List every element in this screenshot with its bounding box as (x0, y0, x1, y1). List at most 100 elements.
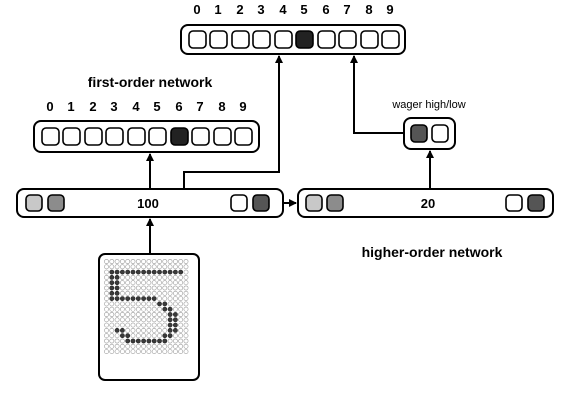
input-pixel-off (183, 296, 189, 301)
input-pixel-off (141, 327, 146, 333)
input-pixel-off (151, 301, 157, 307)
input-pixel-on (130, 269, 136, 275)
input-pixel-on (146, 296, 152, 301)
first-output-unit (105, 127, 124, 146)
input-pixel-on (130, 296, 136, 301)
input-pixel-off (167, 285, 173, 291)
input-pixel-off (135, 285, 141, 291)
input-pixel-on (146, 338, 152, 344)
input-pixel-on (167, 306, 173, 312)
input-pixel-off (130, 333, 136, 339)
first-output-unit (170, 127, 189, 146)
input-pixel-off (178, 338, 184, 344)
top-output-unit (231, 30, 250, 49)
input-pixel-on (162, 269, 168, 275)
input-pixel-off (183, 306, 189, 312)
input-pixel-off (167, 338, 173, 344)
input-pixel-on (157, 269, 162, 275)
input-pixel-off (146, 290, 152, 296)
input-pixel-off (130, 274, 136, 280)
input-pixel-on (120, 269, 125, 275)
input-pixel-off (172, 306, 178, 312)
input-pixel-off (109, 264, 115, 270)
input-pixel-on (172, 317, 178, 323)
input-pixel-off (172, 259, 178, 264)
input-pixel-off (114, 259, 120, 264)
first-digit-label-1: 1 (67, 99, 74, 114)
input-pixel-off (104, 296, 109, 301)
input-pixel-off (141, 274, 146, 280)
input-pixel-off (151, 306, 157, 312)
input-pixel-off (172, 343, 178, 349)
first-digit-label-3: 3 (110, 99, 117, 114)
input-pixel-off (109, 306, 115, 312)
input-pixel-on (146, 269, 152, 275)
first-digit-label-9: 9 (239, 99, 246, 114)
input-pixel-off (172, 301, 178, 307)
input-pixel-on (120, 327, 125, 333)
input-pixel-on (114, 296, 120, 301)
input-pixel-off (120, 317, 125, 323)
input-pixel-off (104, 322, 109, 328)
input-pixel-off (167, 274, 173, 280)
input-pixel-off (172, 333, 178, 339)
input-pixel-off (172, 338, 178, 344)
input-pixel-off (172, 349, 178, 354)
input-pixel-off (104, 312, 109, 317)
input-pixel-off (109, 338, 115, 344)
input-pixel-off (125, 285, 131, 291)
input-pixel-off (141, 349, 146, 354)
input-pixel-off (157, 327, 162, 333)
input-pixel-off (183, 269, 189, 275)
input-pixel-on (167, 322, 173, 328)
input-pixel-off (146, 259, 152, 264)
input-pixel-off (178, 296, 184, 301)
input-pixel-on (141, 296, 146, 301)
input-pixel-on (125, 333, 131, 339)
input-pixel-off (104, 343, 109, 349)
input-pixel-off (162, 327, 168, 333)
input-pixel-off (120, 312, 125, 317)
input-pixel-off (135, 327, 141, 333)
first-order-network-title: first-order network (88, 74, 213, 90)
input-pixel-off (162, 343, 168, 349)
input-pixel-off (135, 290, 141, 296)
input-pixel-off (120, 338, 125, 344)
input-pixel-off (125, 306, 131, 312)
input-pixel-off (109, 322, 115, 328)
input-pixel-off (141, 312, 146, 317)
input-pixel-off (178, 317, 184, 323)
input-pixel-on (130, 338, 136, 344)
first-digit-label-4: 4 (132, 99, 140, 114)
input-pixel-off (167, 264, 173, 270)
input-pixel-on (114, 285, 120, 291)
input-pixel-on (135, 338, 141, 344)
first-digit-labels: 0 1 2 3 4 5 6 7 8 9 (46, 99, 246, 114)
input-pixel-off (109, 333, 115, 339)
input-pixel-off (130, 343, 136, 349)
higher-hidden-size-label: 20 (421, 196, 435, 211)
input-pixel-off (135, 259, 141, 264)
top-digit-label-3: 3 (257, 2, 264, 17)
first-digit-label-0: 0 (46, 99, 53, 114)
input-pixel-off (183, 301, 189, 307)
input-pixel-off (146, 280, 152, 286)
top-digit-label-2: 2 (236, 2, 243, 17)
input-pixel-off (135, 317, 141, 323)
input-pixel-off (120, 306, 125, 312)
higher-hidden-unit-left-2 (326, 194, 344, 212)
input-pixel-off (162, 285, 168, 291)
input-pixel-off (167, 280, 173, 286)
input-pixel-on (109, 290, 115, 296)
input-pixel-off (157, 296, 162, 301)
input-pixel-off (114, 333, 120, 339)
input-pixel-off (135, 301, 141, 307)
input-pixel-on (167, 269, 173, 275)
input-pixel-off (130, 301, 136, 307)
input-pixel-on (114, 274, 120, 280)
top-digit-label-4: 4 (279, 2, 287, 17)
input-pixel-off (157, 312, 162, 317)
input-pixel-off (167, 259, 173, 264)
input-pixel-off (157, 349, 162, 354)
